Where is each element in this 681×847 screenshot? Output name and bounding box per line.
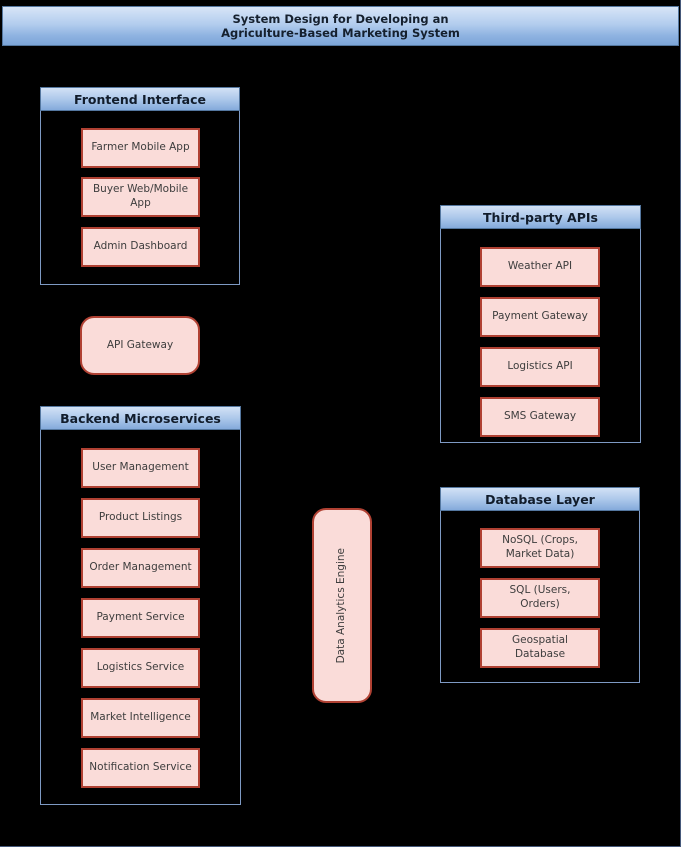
node-nosql-crops-market-data: NoSQL (Crops, Market Data) <box>480 528 600 568</box>
node-buyer-web-mobile-app: Buyer Web/Mobile App <box>81 177 200 217</box>
node-farmer-mobile-app: Farmer Mobile App <box>81 128 200 168</box>
node-admin-dashboard: Admin Dashboard <box>81 227 200 267</box>
node-api-gateway: API Gateway <box>80 316 200 375</box>
node-data-analytics-engine: Data Analytics Engine <box>312 508 372 703</box>
node-order-management: Order Management <box>81 548 200 588</box>
group-database-layer: Database Layer NoSQL (Crops, Market Data… <box>440 487 640 683</box>
group-third-party-apis: Third-party APIs Weather API Payment Gat… <box>440 205 641 443</box>
node-logistics-api: Logistics API <box>480 347 600 387</box>
group-backend-microservices: Backend Microservices User Management Pr… <box>40 406 241 805</box>
group-header-third-party-apis: Third-party APIs <box>440 205 641 229</box>
node-payment-gateway: Payment Gateway <box>480 297 600 337</box>
node-logistics-service: Logistics Service <box>81 648 200 688</box>
group-header-backend-microservices: Backend Microservices <box>40 406 241 430</box>
group-header-database-layer: Database Layer <box>440 487 640 511</box>
node-data-analytics-engine-label: Data Analytics Engine <box>335 547 348 664</box>
node-product-listings: Product Listings <box>81 498 200 538</box>
node-weather-api: Weather API <box>480 247 600 287</box>
group-header-frontend-interface: Frontend Interface <box>40 87 240 111</box>
node-notification-service: Notification Service <box>81 748 200 788</box>
diagram-title: System Design for Developing an Agricult… <box>2 6 679 46</box>
node-sql-users-orders: SQL (Users, Orders) <box>480 578 600 618</box>
node-user-management: User Management <box>81 448 200 488</box>
node-sms-gateway: SMS Gateway <box>480 397 600 437</box>
node-market-intelligence: Market Intelligence <box>81 698 200 738</box>
node-payment-service: Payment Service <box>81 598 200 638</box>
group-frontend-interface: Frontend Interface Farmer Mobile App Buy… <box>40 87 240 285</box>
node-geospatial-database: Geospatial Database <box>480 628 600 668</box>
